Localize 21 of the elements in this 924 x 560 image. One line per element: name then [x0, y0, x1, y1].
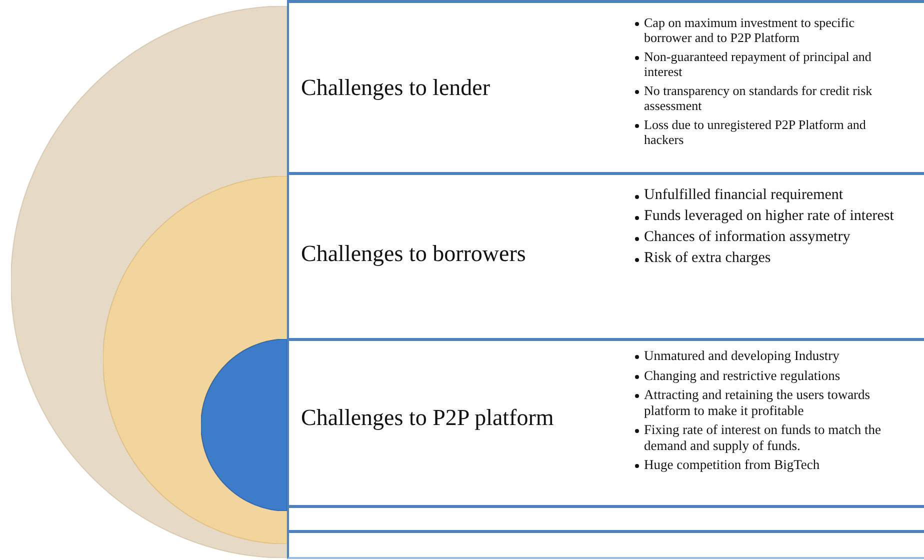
- bullet-item: Risk of extra charges: [644, 250, 772, 267]
- bullet-item: Cap on maximum investment to specific borrower and to P2P Platform: [644, 15, 856, 45]
- table-row: [287, 338, 924, 505]
- row-heading: Challenges to lender: [301, 75, 490, 101]
- bullet-item: Changing and restrictive regulations: [644, 368, 842, 383]
- bullet-item: Non-guaranteed repayment of principal and interest: [644, 49, 872, 79]
- row-heading: Challenges to borrowers: [301, 241, 526, 267]
- table-row: [287, 505, 924, 530]
- bullet-item: Huge competition from BigTech: [644, 457, 821, 472]
- bullet-item: No transparency on standards for credit risk assessment: [644, 83, 874, 113]
- bullet-item: Fixing rate of interest on funds to match the demand and supply of funds.: [644, 422, 882, 453]
- bullet-item: Loss due to unregistered P2P Platform and hackers: [644, 117, 867, 147]
- bullet-item: Chances of information assymetry: [644, 229, 852, 246]
- table-row: [287, 0, 924, 172]
- table-row: [287, 530, 924, 559]
- bullet-item: Funds leveraged on higher rate of interest: [644, 208, 895, 225]
- bullet-item: Unmatured and developing Industry: [644, 348, 840, 364]
- bullet-item: Attracting and retaining the users towards platform to make it profitable: [644, 387, 872, 418]
- row-heading: Challenges to P2P platform: [301, 405, 554, 431]
- table-row: [287, 172, 924, 338]
- bullet-item: Unfulfilled financial requirement: [644, 187, 844, 204]
